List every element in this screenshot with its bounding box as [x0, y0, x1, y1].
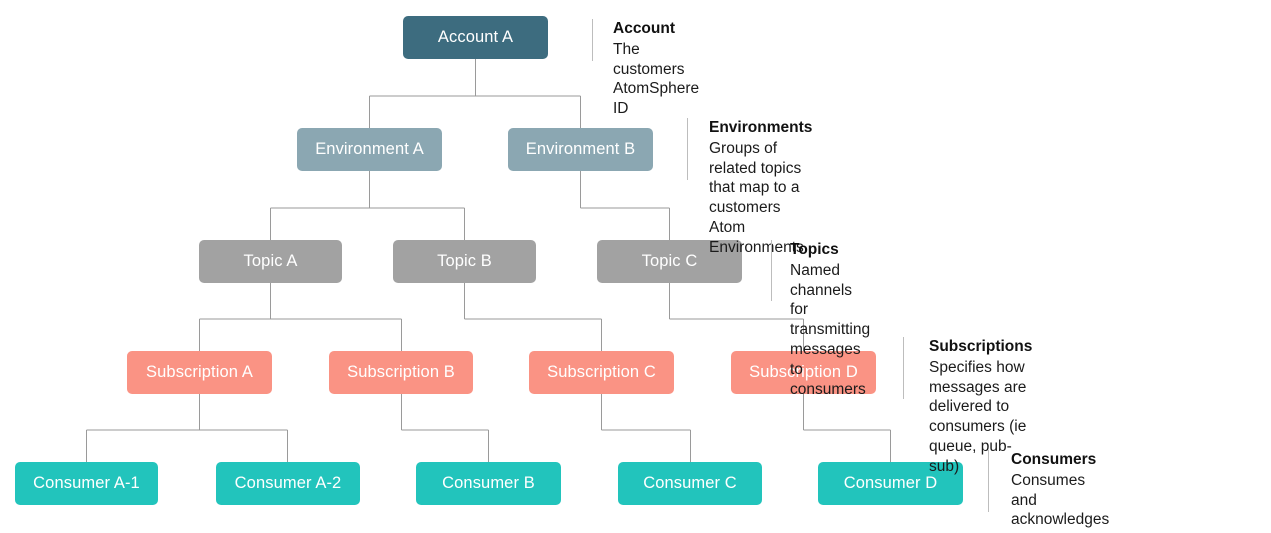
legend-description: Named channels for transmitting messages… [790, 261, 871, 398]
legend-title: Subscriptions [929, 338, 1033, 355]
connector-path [803, 394, 891, 462]
connector-path [601, 394, 691, 462]
node-subscription-b[interactable]: Subscription B [329, 351, 473, 394]
connector-path [669, 283, 804, 351]
legend-divider [771, 240, 772, 301]
connector-path [199, 283, 402, 351]
node-subscription-a[interactable]: Subscription A [127, 351, 272, 394]
node-topic-c[interactable]: Topic C [597, 240, 742, 283]
node-topic-b[interactable]: Topic B [393, 240, 536, 283]
legend-title: Environments [709, 119, 813, 136]
node-consumer-a-1[interactable]: Consumer A-1 [15, 462, 158, 505]
connector-path [369, 59, 581, 128]
legend-description: Consumes and acknowledges messages [1011, 471, 1110, 533]
node-subscription-d[interactable]: Subscription D [731, 351, 876, 394]
connector-path [580, 171, 670, 240]
connector-path [270, 171, 465, 240]
legend-title: Account [613, 20, 675, 37]
legend-description: The customers AtomSphere ID [613, 40, 700, 118]
legend-divider [687, 118, 688, 180]
node-consumer-b[interactable]: Consumer B [416, 462, 561, 505]
node-consumer-d[interactable]: Consumer D [818, 462, 963, 505]
legend-description: Specifies how messages are delivered to … [929, 358, 1027, 475]
node-consumer-a-2[interactable]: Consumer A-2 [216, 462, 360, 505]
legend-title: Topics [790, 241, 839, 258]
node-topic-a[interactable]: Topic A [199, 240, 342, 283]
node-account-a[interactable]: Account A [403, 16, 548, 59]
legend-divider [592, 19, 593, 61]
node-subscription-c[interactable]: Subscription C [529, 351, 674, 394]
node-consumer-c[interactable]: Consumer C [618, 462, 762, 505]
legend-divider [903, 337, 904, 399]
connector-path [401, 394, 489, 462]
legend-divider [988, 450, 989, 512]
connector-path [86, 394, 288, 462]
connector-path [464, 283, 602, 351]
node-environment-a[interactable]: Environment A [297, 128, 442, 171]
legend-title: Consumers [1011, 451, 1097, 468]
node-environment-b[interactable]: Environment B [508, 128, 653, 171]
legend-description: Groups of related topics that map to a c… [709, 139, 804, 256]
